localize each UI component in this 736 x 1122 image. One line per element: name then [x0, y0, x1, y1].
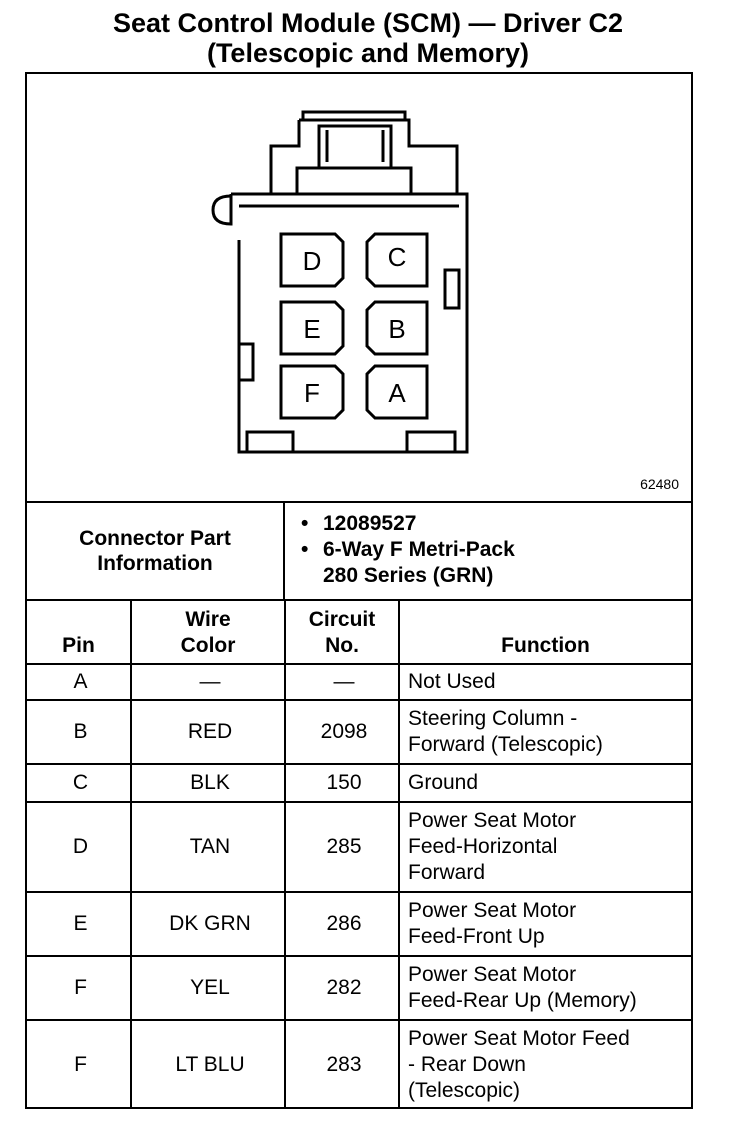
function-line: Forward [408, 861, 486, 884]
circuit-cell: 2098 [284, 699, 400, 765]
table-row: A——Not Used [27, 663, 691, 701]
circuit-cell: 283 [284, 1019, 400, 1108]
bullet-dot: • [301, 512, 309, 535]
connector-info-label-line1: Connector Part [79, 527, 231, 550]
pin-label-B: B [388, 314, 405, 344]
cavity-A [365, 364, 429, 420]
connector-description-line1: 6-Way F Metri-Pack [323, 538, 515, 561]
bullet-dot: • [301, 538, 309, 561]
connector-info-values: • 12089527 • 6-Way F Metri-Pack 280 Seri… [285, 503, 691, 599]
function-cell: Ground [398, 763, 691, 803]
circuit-cell: 282 [284, 955, 400, 1021]
cavity-E [279, 300, 345, 356]
connector-diagram: D C E B F A 62480 [27, 74, 691, 502]
connector-part-info: Connector Part Information • 12089527 • … [27, 501, 691, 599]
page-title: Seat Control Module (SCM) — Driver C2 [112, 8, 624, 38]
wire-color-cell: LT BLU [130, 1019, 286, 1108]
pin-label-E: E [303, 314, 320, 344]
pin-cell: C [27, 763, 132, 803]
function-line: Not Used [408, 670, 496, 693]
pin-cell: E [27, 891, 132, 957]
wire-color-cell: RED [130, 699, 286, 765]
header-pin: Pin [27, 599, 132, 665]
function-cell: Power Seat Motor Feed- Rear Down(Telesco… [398, 1019, 691, 1108]
connector-face-drawing: D C E B F A [211, 110, 469, 454]
part-number: 12089527 [323, 512, 417, 535]
cavity-D [279, 232, 345, 288]
function-line: Power Seat Motor [408, 899, 577, 922]
function-line: (Telescopic) [408, 1078, 521, 1102]
pin-cell: F [27, 1019, 132, 1108]
function-line: Feed-Horizontal [408, 835, 558, 858]
circuit-cell: 285 [284, 801, 400, 893]
pin-cell: A [27, 663, 132, 701]
cavity-C [365, 232, 429, 288]
wire-color-cell: YEL [130, 955, 286, 1021]
connector-info-label-line2: Information [97, 552, 213, 575]
connector-description-line2: 280 Series (GRN) [323, 564, 494, 587]
function-line: Power Seat Motor [408, 809, 577, 832]
connector-description-item-cont: 280 Series (GRN) [323, 563, 691, 589]
wire-color-cell: TAN [130, 801, 286, 893]
function-line: Forward (Telescopic) [408, 733, 603, 756]
wire-color-cell: BLK [130, 763, 286, 803]
pin-cell: D [27, 801, 132, 893]
connector-description-item: • 6-Way F Metri-Pack [301, 537, 691, 563]
function-line: Power Seat Motor Feed [408, 1026, 630, 1050]
function-line: Steering Column - [408, 707, 578, 730]
page-subtitle: (Telescopic and Memory) [206, 38, 530, 68]
circuit-cell: 286 [284, 891, 400, 957]
function-line: - Rear Down [408, 1052, 526, 1076]
circuit-cell: — [284, 663, 400, 701]
function-cell: Steering Column - Forward (Telescopic) [398, 699, 691, 765]
wire-color-cell: — [130, 663, 286, 701]
pin-label-C: C [388, 242, 407, 272]
connector-sheet: D C E B F A 62480 Connector Part Informa… [25, 72, 693, 1109]
pin-label-F: F [304, 378, 320, 408]
function-line: Ground [408, 771, 479, 794]
function-line: Feed-Rear Up (Memory) [408, 989, 637, 1012]
figure-number: 62480 [640, 476, 679, 492]
pin-label-D: D [303, 246, 322, 276]
function-line: Feed-Front Up [408, 925, 545, 948]
function-cell: Not Used [398, 663, 691, 701]
header-function: Function [398, 599, 691, 665]
pin-cell: B [27, 699, 132, 765]
latch-outline [299, 118, 459, 194]
wire-color-cell: DK GRN [130, 891, 286, 957]
connector-info-label: Connector Part Information [27, 503, 285, 599]
pin-label-A: A [388, 378, 406, 408]
circuit-cell: 150 [284, 763, 400, 803]
part-number-item: • 12089527 [301, 511, 691, 537]
pin-cell: F [27, 955, 132, 1021]
cavity-F [279, 364, 345, 420]
function-line: Power Seat Motor [408, 963, 577, 986]
cavity-B [365, 300, 429, 356]
